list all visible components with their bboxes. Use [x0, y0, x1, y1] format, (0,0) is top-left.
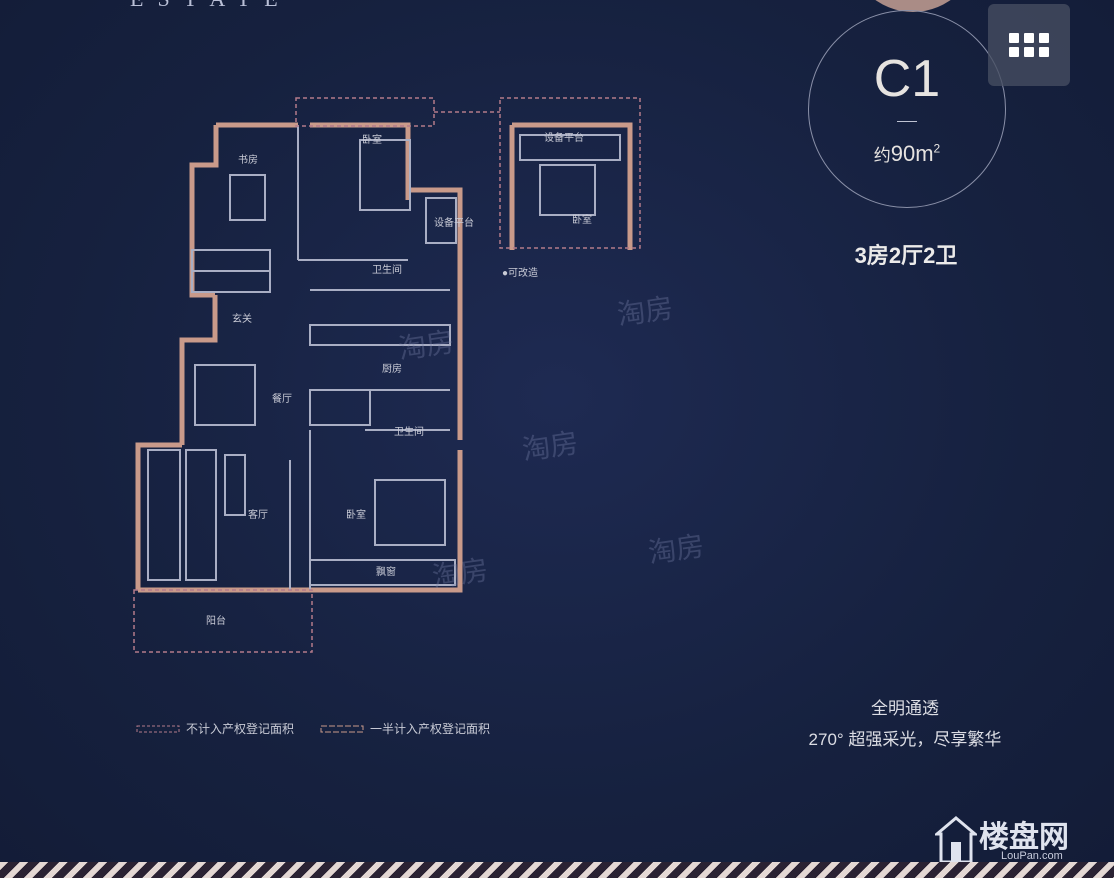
unit-layout: 3房2厅2卫	[854, 243, 958, 268]
plan-walls	[135, 122, 633, 593]
unit-badge: C1 约90m2	[808, 10, 1006, 208]
legend-swatch-dashed	[136, 725, 180, 732]
room-label-bedroom-alt: 卧室	[572, 213, 592, 226]
logo-sub-text: LouPan.com	[1001, 850, 1063, 862]
room-label-bay-window: 飘窗	[376, 565, 396, 578]
features-text: 全明通透 270° 超强采光，尽享繁华	[780, 694, 1030, 756]
room-label-bathroom1: 卫生间	[372, 263, 402, 276]
room-label-dining: 餐厅	[272, 392, 292, 405]
area-unit-sup: 2	[933, 141, 941, 156]
legend-label: 不计入产权登记面积	[186, 722, 295, 736]
legend-swatch-half	[320, 725, 364, 732]
area-prefix: 约	[873, 146, 891, 165]
watermark: 淘房	[615, 292, 676, 331]
bottom-decor-strip	[0, 862, 1114, 878]
room-labels: 书房 卧室 设备平台 设备平台 卧室 ●可改造 卫生间 玄关 厨房 餐厅 卫生间…	[206, 131, 592, 627]
legend-label: 一半计入产权登记面积	[370, 722, 491, 736]
room-label-living: 客厅	[248, 508, 268, 521]
house-logo-icon	[935, 816, 977, 864]
logo-main-text: 楼盘网	[979, 821, 1069, 854]
plan-dashed-outlines	[133, 97, 641, 653]
legend-item-excluded: 不计入产权登记面积	[136, 720, 294, 737]
watermark: 淘房	[430, 554, 491, 593]
floor-plan: 书房 卧室 设备平台 设备平台 卧室 ●可改造 卫生间 玄关 厨房 餐厅 卫生间…	[133, 97, 641, 653]
room-label-kitchen: 厨房	[382, 362, 402, 375]
area-value: 90m	[890, 141, 934, 166]
legend-item-half: 一半计入产权登记面积	[320, 720, 490, 737]
room-label-equipment-platform: 设备平台	[434, 216, 474, 229]
feature-line-2: 270° 超强采光，尽享繁华	[808, 730, 1002, 749]
room-label-bedroom-top: 卧室	[362, 133, 382, 146]
grid-menu-icon	[1009, 33, 1049, 57]
unit-area: 约90m2	[809, 141, 1005, 167]
room-label-alt-note: ●可改造	[502, 266, 538, 279]
watermark: 淘房	[396, 326, 457, 365]
room-label-equipment-platform-alt: 设备平台	[544, 131, 584, 144]
feature-line-1: 全明通透	[871, 699, 939, 718]
estate-heading: ESTATE	[130, 0, 292, 12]
room-label-bedroom-bottom: 卧室	[346, 508, 366, 521]
room-label-balcony: 阳台	[206, 614, 226, 627]
unit-code: C1	[873, 50, 941, 108]
room-label-bathroom2: 卫生间	[394, 425, 424, 438]
grid-menu-button[interactable]	[988, 4, 1070, 86]
room-label-entry: 玄关	[232, 312, 252, 325]
watermark: 淘房	[520, 427, 581, 466]
loupan-logo[interactable]: 楼盘网 LouPan.com	[935, 812, 1110, 872]
plan-interior-lines	[147, 125, 621, 590]
watermark: 淘房	[646, 530, 707, 569]
room-label-study: 书房	[238, 153, 258, 166]
badge-divider	[897, 121, 917, 122]
